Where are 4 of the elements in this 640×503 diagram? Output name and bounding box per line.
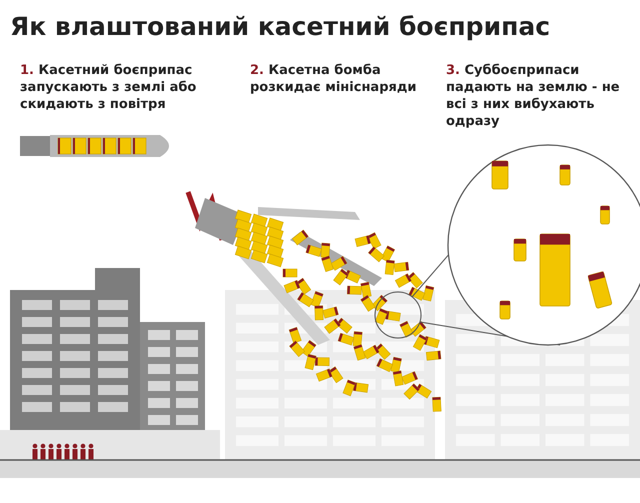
step-text: 1. Касетний боєприпас запускають з землі або скидають з повітря <box>20 62 198 113</box>
title: Як влаштований касетний боєприпас <box>10 12 550 41</box>
step-text: 2. Касетна бомба розкидає мініснаряди <box>250 62 418 96</box>
step-text: 3. Суббоєприпаси падають на землю - не всі з них вибухають одразу <box>446 62 621 130</box>
